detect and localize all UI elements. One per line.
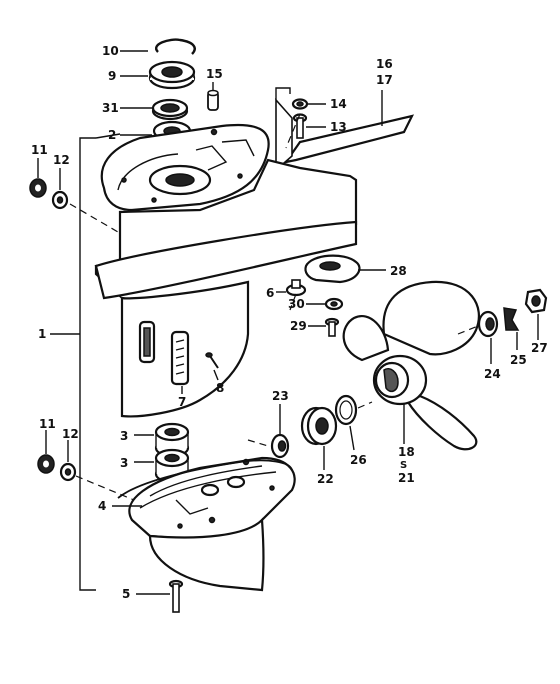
leader-lines — [37, 50, 539, 595]
bolt-5-part — [168, 579, 184, 613]
oil-seal-23-part — [270, 433, 290, 459]
o-ring-part — [334, 394, 358, 426]
bearing-part — [148, 60, 196, 90]
label-11-lower: 11 — [39, 417, 56, 431]
bolt-13-part — [292, 113, 308, 139]
label-8: 8 — [216, 381, 224, 395]
prop-nut-part — [524, 288, 548, 314]
bolt-29-part — [324, 317, 340, 337]
label-30: 30 — [288, 297, 305, 311]
spacer-25-part — [503, 307, 520, 331]
screw-8-part — [205, 352, 219, 369]
nut-11-lower-part — [37, 454, 55, 474]
label-22: 22 — [317, 472, 334, 486]
label-27: 27 — [531, 341, 548, 355]
label-3-upper: 3 — [120, 429, 128, 443]
label-23: 23 — [272, 389, 289, 403]
label-s: S — [400, 460, 407, 471]
nut-11-upper-part — [29, 178, 47, 198]
washer-12-lower-part — [59, 462, 77, 482]
cover-plate-part — [304, 254, 361, 284]
fitting-6-part — [285, 279, 307, 297]
gear-case-part — [94, 97, 358, 418]
propeller-part — [342, 280, 481, 451]
part-number-labels: 10 9 15 31 2 14 13 16 17 11 12 28 6 30 2… — [31, 44, 548, 601]
dowel-pin-part — [207, 89, 219, 111]
label-18: 18 — [398, 445, 415, 459]
label-5: 5 — [122, 587, 130, 601]
label-17: 17 — [376, 73, 393, 87]
label-1: 1 — [38, 327, 46, 341]
circlip-part — [155, 38, 196, 55]
label-13: 13 — [330, 120, 347, 134]
label-31: 31 — [102, 101, 119, 115]
label-15: 15 — [206, 67, 223, 81]
label-28: 28 — [390, 264, 407, 278]
label-26: 26 — [350, 453, 367, 467]
label-3-lower: 3 — [120, 456, 128, 470]
bearing-holder-part — [300, 406, 338, 446]
needle-bearing-lower-part — [154, 448, 190, 484]
label-16: 16 — [376, 57, 393, 71]
label-29: 29 — [290, 319, 307, 333]
thrust-washer-part — [477, 310, 499, 338]
label-2: 2 — [108, 128, 116, 142]
oil-seal-part — [151, 98, 189, 121]
washer-12-upper-part — [51, 190, 69, 210]
label-14: 14 — [330, 97, 347, 111]
label-10: 10 — [102, 44, 119, 58]
label-12-upper: 12 — [53, 153, 70, 167]
nut-14-part — [291, 98, 309, 110]
label-11-upper: 11 — [31, 143, 48, 157]
washer-30-part — [324, 297, 344, 311]
label-24: 24 — [484, 367, 501, 381]
label-9: 9 — [108, 69, 116, 83]
assembly-dash-lines — [69, 113, 479, 501]
label-7: 7 — [178, 395, 186, 409]
label-12-lower: 12 — [62, 427, 79, 441]
label-25: 25 — [510, 353, 527, 367]
trim-tab-part — [283, 114, 415, 164]
label-4: 4 — [98, 499, 106, 513]
label-21: 21 — [398, 471, 415, 485]
label-6: 6 — [266, 286, 274, 300]
lower-case-part — [128, 456, 296, 592]
gasket-part — [117, 459, 293, 499]
